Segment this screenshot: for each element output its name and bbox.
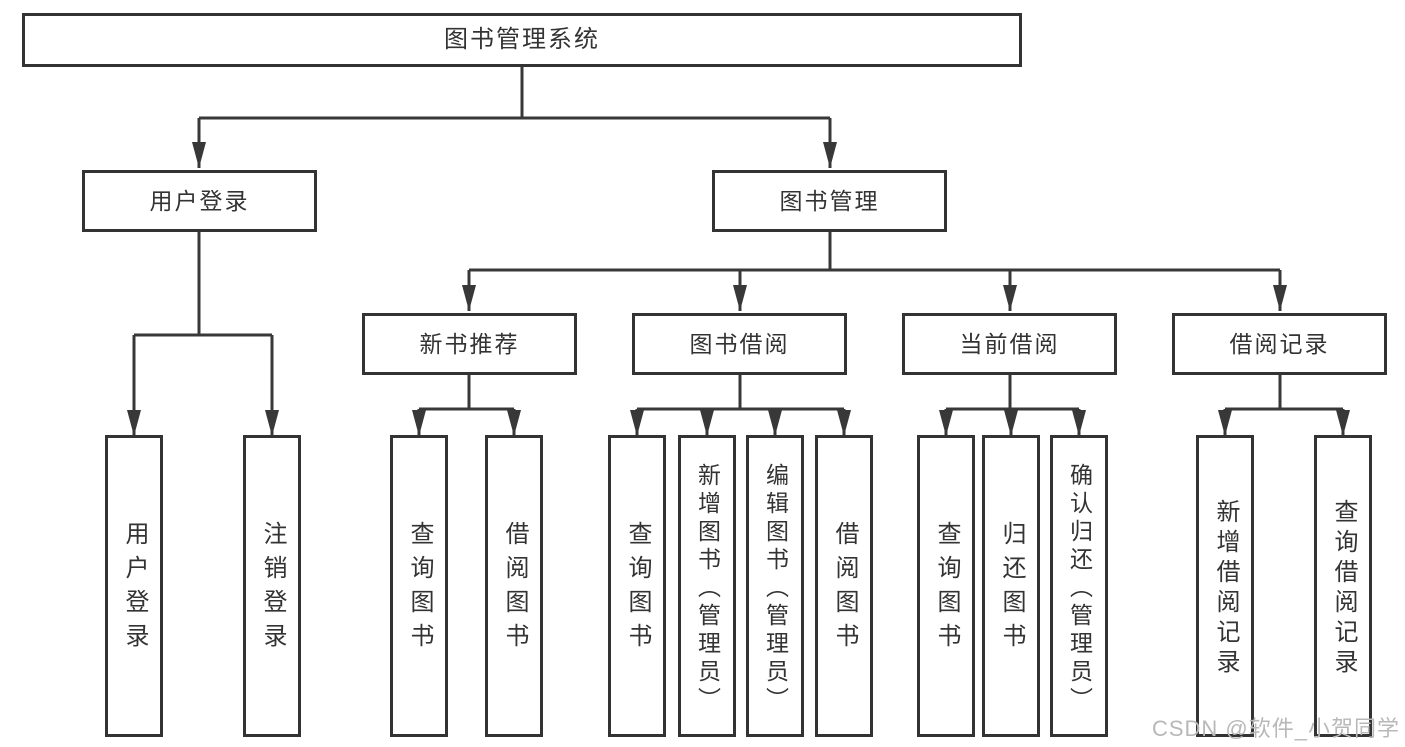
csdn-watermark: CSDN @软件_小贺同学 xyxy=(1151,716,1400,741)
leaf-query-books-borrowing: 查询图书 xyxy=(608,435,666,737)
node-current-borrowing: 当前借阅 xyxy=(902,313,1117,375)
node-book-borrowing: 图书借阅 xyxy=(632,313,847,375)
node-root-library-management-system: 图书管理系统 xyxy=(22,13,1022,67)
leaf-query-borrow-record: 查询借阅记录 xyxy=(1314,435,1372,737)
leaf-return-books: 归还图书 xyxy=(982,435,1040,737)
leaf-borrow-books-recommend: 借阅图书 xyxy=(485,435,543,737)
leaf-query-books-current: 查询图书 xyxy=(917,435,975,737)
node-user-login-branch: 用户登录 xyxy=(82,170,317,232)
leaf-logout: 注销登录 xyxy=(243,435,301,737)
leaf-user-login: 用户登录 xyxy=(105,435,163,737)
leaf-add-borrow-record: 新增借阅记录 xyxy=(1196,435,1254,737)
leaf-borrow-books: 借阅图书 xyxy=(815,435,873,737)
leaf-confirm-return-admin: 确认归还（管理员） xyxy=(1050,435,1108,737)
node-new-book-recommendation: 新书推荐 xyxy=(362,313,577,375)
leaf-add-books-admin: 新增图书（管理员） xyxy=(678,435,736,737)
node-book-management-branch: 图书管理 xyxy=(712,170,947,232)
node-borrowing-records: 借阅记录 xyxy=(1172,313,1387,375)
leaf-query-books-recommend: 查询图书 xyxy=(390,435,448,737)
leaf-edit-books-admin: 编辑图书（管理员） xyxy=(746,435,804,737)
